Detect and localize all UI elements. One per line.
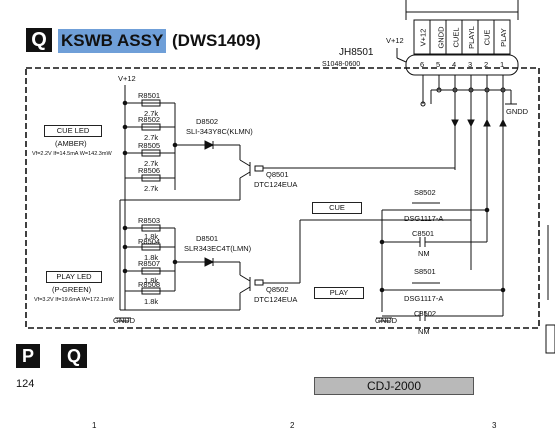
grid-mark: 3 — [492, 421, 497, 430]
footer-letter-q: Q — [61, 344, 87, 368]
play-transistor-ref: Q8502 — [266, 285, 289, 294]
cue-supply-label: V+12 — [118, 74, 136, 83]
connector-part: S1048-0600 — [322, 61, 361, 68]
switch-ground-label: GNDD — [375, 316, 398, 325]
play-diode-part: SLR343EC4T(LMN) — [184, 244, 252, 253]
connector-pin-number: 4 — [452, 60, 457, 69]
play-transistor-part: DTC124EUA — [254, 295, 298, 304]
connector-ref: JH8501 — [339, 47, 374, 58]
left-ground-label: GNDD — [113, 316, 136, 325]
resistor-value: 1.8k — [144, 297, 159, 306]
connector-ground-label: GNDD — [506, 107, 529, 116]
connector-pin-name: PLAYL — [466, 26, 476, 49]
connector-pin-number: 3 — [468, 60, 473, 69]
connector-pin-name: GNDD — [436, 26, 446, 49]
cue-switch-label: CUE — [312, 202, 362, 214]
cue-led-spec: Vf=2.2V If=14.5mA W=142.3mW — [32, 151, 112, 157]
connector-pin-number: 2 — [484, 60, 489, 69]
cue-cap-value: NM — [418, 249, 430, 258]
connector-pin-number: 5 — [436, 60, 441, 69]
grid-mark: 1 — [92, 421, 97, 430]
resistor-ref: R8507 — [138, 259, 161, 268]
resistor-ref: R8504 — [138, 237, 161, 246]
resistor-ref: R8506 — [138, 166, 161, 175]
resistor-value: 2.7k — [144, 184, 159, 193]
play-cap-value: NM — [418, 327, 430, 336]
section-letter-badge: Q — [26, 28, 52, 52]
play-led-spec: Vf=3.2V If=19.6mA W=172.1mW — [34, 297, 114, 303]
cue-switch-ref: S8502 — [414, 188, 436, 197]
resistor-ref: R8505 — [138, 141, 161, 150]
cue-diode-ref: D8502 — [196, 117, 219, 126]
resistor-ref: R8502 — [138, 115, 161, 124]
play-switch-ref: S8501 — [414, 267, 436, 276]
connector-supply-label: V+12 — [386, 36, 404, 45]
resistor-value: 1.8k — [144, 232, 159, 241]
cue-cap-ref: C8501 — [412, 229, 435, 238]
connector-pin-number: 6 — [420, 60, 425, 69]
play-led-color: (P-GREEN) — [52, 285, 92, 294]
cue-led-label: CUE LED — [44, 125, 102, 137]
resistor-value: 1.8k — [144, 276, 159, 285]
cue-diode-part: SLI-343Y8C(KLMN) — [186, 127, 253, 136]
resistor-value: 1.8k — [144, 253, 159, 262]
assembly-title-highlight: KSWB ASSY — [58, 29, 167, 53]
play-switch-label: PLAY — [314, 287, 364, 299]
footer-letter-p: P — [16, 344, 40, 368]
cue-transistor-ref: Q8501 — [266, 170, 289, 179]
assembly-part-number: (DWS1409) — [172, 31, 261, 50]
play-led-label: PLAY LED — [46, 271, 102, 283]
cue-switch-part: DSG1117-A — [404, 214, 444, 223]
connector-pin-number: 1 — [500, 60, 505, 69]
connector-pin-name: CUE — [482, 29, 492, 46]
page-number: 124 — [16, 378, 35, 390]
play-diode-ref: D8501 — [196, 234, 219, 243]
cue-transistor-part: DTC124EUA — [254, 180, 298, 189]
resistor-ref: R8503 — [138, 216, 161, 225]
resistor-ref: R8508 — [138, 280, 161, 289]
grid-mark: 2 — [290, 421, 295, 430]
play-switch-part: DSG1117-A — [404, 294, 444, 303]
connector-pin-name: CUEL — [451, 27, 461, 48]
resistor-value: 2.7k — [144, 159, 159, 168]
connector-pin-name: V+12 — [418, 28, 428, 47]
resistor-ref: R8501 — [138, 91, 161, 100]
resistor-value: 2.7k — [144, 133, 159, 142]
connector-pin-name: PLAY — [498, 28, 508, 47]
play-cap-ref: C8502 — [414, 309, 437, 318]
resistor-value: 2.7k — [144, 109, 159, 118]
model-name-bar: CDJ-2000 — [314, 377, 474, 395]
cue-led-color: (AMBER) — [55, 139, 87, 148]
